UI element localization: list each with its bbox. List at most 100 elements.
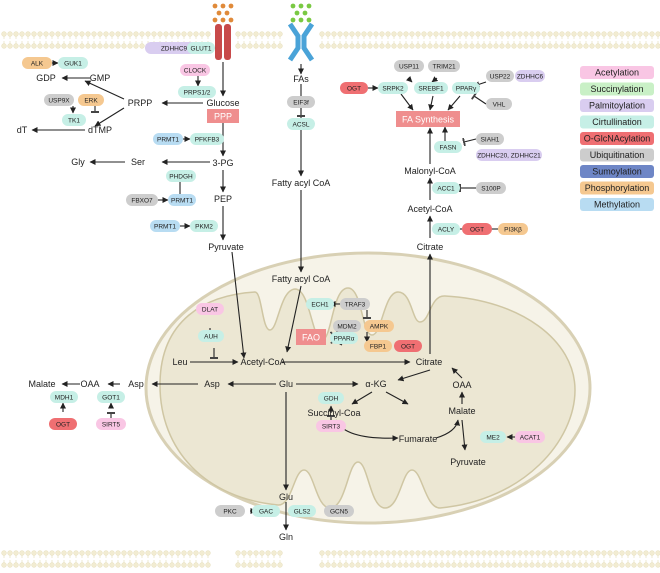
enzyme-trim21: TRIM21 xyxy=(428,60,460,72)
enzyme-prmt1-c-label: PRMT1 xyxy=(154,224,176,231)
enzyme-gdh: GDH xyxy=(318,392,344,404)
enzyme-acc1: ACC1 xyxy=(432,182,460,194)
pathway-ppp: PPP xyxy=(207,109,239,123)
enzyme-zdhhc6: ZDHHC6 xyxy=(515,70,545,82)
enzyme-srebf1: SREBF1 xyxy=(414,82,448,94)
enzyme-gcn5-label: GCN5 xyxy=(330,509,348,516)
enzyme-dlat: DLAT xyxy=(196,303,224,315)
enzyme-fbxo7-label: FBXO7 xyxy=(131,198,153,205)
enzyme-glut1: GLUT1 xyxy=(187,42,215,54)
legend-label: Phosphorylation xyxy=(585,183,650,193)
enzyme-ogt-a: OGT xyxy=(340,82,368,94)
enzyme-ppara: PPARα xyxy=(330,332,358,344)
enzyme-eif3f: EIF3f xyxy=(287,96,315,108)
enzyme-ogt-b-label: OGT xyxy=(470,227,484,234)
metabolite-asp-left: Asp xyxy=(128,379,144,389)
enzyme-zdhhc20-21: ZDHHC20, ZDHHC21 xyxy=(476,149,542,161)
enzyme-sirt5-label: SIRT5 xyxy=(102,422,121,429)
enzyme-traf3: TRAF3 xyxy=(340,298,370,310)
enzyme-alk-label: ALK xyxy=(31,61,44,68)
enzyme-ogt-c-label: OGT xyxy=(401,344,415,351)
enzyme-got1-label: GOT1 xyxy=(102,395,120,402)
enzyme-glut1-label: GLUT1 xyxy=(191,46,212,53)
legend-label: Ubiquitination xyxy=(590,150,645,160)
pathway-fa-synthesis: FA Synthesis xyxy=(396,111,460,127)
fao-label: FAO xyxy=(302,333,320,343)
enzyme-ogt-d: OGT xyxy=(49,418,77,430)
enzyme-usp11: USP11 xyxy=(394,60,424,72)
enzyme-usp9x-label: USP9X xyxy=(48,98,70,105)
enzyme-me2: ME2 xyxy=(480,431,506,443)
legend-swatch xyxy=(580,148,654,162)
enzyme-pi3kb: PI3Kβ xyxy=(498,223,528,235)
legend-swatch xyxy=(580,132,654,145)
metabolite-prpp: PRPP xyxy=(128,98,153,108)
enzyme-pfkfb3: PFKFB3 xyxy=(190,133,224,145)
metabolite-a-kg: α-KG xyxy=(365,379,386,389)
metabolite-oaa-left: OAA xyxy=(80,379,99,389)
enzyme-acat1-label: ACAT1 xyxy=(520,435,541,442)
enzyme-prmt1-a-label: PRMT1 xyxy=(157,137,179,144)
metabolite-gln: Gln xyxy=(279,532,293,542)
enzyme-pi3kb-label: PI3Kβ xyxy=(504,227,522,234)
enzyme-eif3f-label: EIF3f xyxy=(293,100,309,107)
metabolite-pyruvate-mito: Pyruvate xyxy=(450,457,486,467)
enzyme-sirt3-label: SIRT3 xyxy=(322,424,341,431)
metabolite-citrate-cyto: Citrate xyxy=(417,242,444,252)
enzyme-pkc-label: PKC xyxy=(223,509,237,516)
enzyme-traf3-label: TRAF3 xyxy=(345,302,366,309)
enzyme-prps12: PRPS1/2 xyxy=(178,86,216,98)
pathway-fao: FAO xyxy=(296,329,326,345)
metabolite-malate-left: Malate xyxy=(28,379,55,389)
enzyme-auh-label: AUH xyxy=(204,334,218,341)
metabolite-gmp: GMP xyxy=(90,73,111,83)
metabolite-gdp: GDP xyxy=(36,73,56,83)
legend-swatch xyxy=(580,181,654,195)
enzyme-fbxo7: FBXO7 xyxy=(126,194,158,206)
fatty-acid-transporter-icon xyxy=(287,22,315,62)
enzymes: ZDHHC9 GLUT1 CLOCK PRPS1/2 ALK GUK1 USP9… xyxy=(22,42,545,517)
enzyme-erk: ERK xyxy=(78,94,104,106)
metabolite-fas: FAs xyxy=(293,74,309,84)
enzyme-srebf1-label: SREBF1 xyxy=(418,86,444,93)
enzyme-ech1: ECH1 xyxy=(306,298,334,310)
metabolite-3pg: 3-PG xyxy=(212,158,233,168)
metabolite-pyruvate: Pyruvate xyxy=(208,242,244,252)
metabolites: Glucose GMP GDP PRPP dT dTMP 3-PG Ser Gl… xyxy=(17,73,486,542)
enzyme-srpk2-label: SRPK2 xyxy=(382,86,404,93)
enzyme-siah1-label: SIAH1 xyxy=(481,137,500,144)
enzyme-guk1: GUK1 xyxy=(58,57,88,69)
enzyme-prmt1-b-label: PRMT1 xyxy=(171,198,193,205)
enzyme-pparg: PPARγ xyxy=(452,82,480,94)
enzyme-srpk2: SRPK2 xyxy=(378,82,408,94)
metabolite-fatty-acyl-coa: Fatty acyl CoA xyxy=(272,178,331,188)
enzyme-trim21-label: TRIM21 xyxy=(432,64,456,71)
enzyme-pkm2: PKM2 xyxy=(190,220,218,232)
enzyme-usp11-label: USP11 xyxy=(399,64,419,71)
mitochondrion xyxy=(144,251,592,525)
enzyme-acc1-label: ACC1 xyxy=(437,186,455,193)
enzyme-usp9x: USP9X xyxy=(44,94,74,106)
enzyme-acsl-label: ACSL xyxy=(293,122,310,129)
enzyme-ampk: AMPK xyxy=(364,320,394,332)
pathway-arrows xyxy=(31,45,517,531)
metabolite-leu: Leu xyxy=(172,357,187,367)
metabolite-citrate-mito: Citrate xyxy=(416,357,443,367)
enzyme-fbp1: FBP1 xyxy=(364,340,392,352)
enzyme-acly: ACLY xyxy=(432,223,460,235)
metabolite-malate-mito: Malate xyxy=(448,406,475,416)
enzyme-ogt-d-label: OGT xyxy=(56,422,70,429)
enzyme-ppara-label: PPARα xyxy=(334,336,355,343)
legend-label: Palmitoylation xyxy=(589,101,645,111)
metabolite-ser: Ser xyxy=(131,157,145,167)
enzyme-guk1-label: GUK1 xyxy=(64,61,82,68)
metabolite-acetyl-coa-cyto: Acetyl-CoA xyxy=(407,204,452,214)
enzyme-zdhhc9-label: ZDHHC9 xyxy=(161,46,188,53)
glucose-transporter-icon xyxy=(215,24,231,60)
legend-label: Methylation xyxy=(594,200,640,210)
enzyme-prmt1-b: PRMT1 xyxy=(168,194,196,206)
enzyme-s100p-label: S100P xyxy=(481,186,501,193)
metabolite-glucose: Glucose xyxy=(206,98,239,108)
